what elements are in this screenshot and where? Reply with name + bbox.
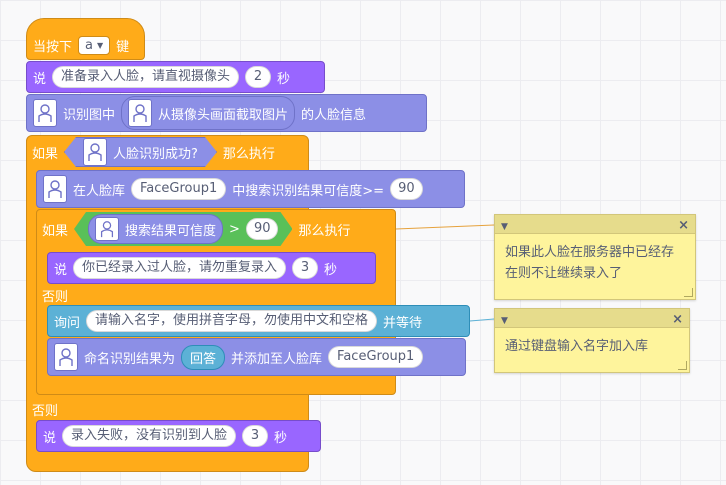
collapse-arrow-icon[interactable]: ▼ bbox=[501, 222, 508, 232]
recognize-label: 识别图中 bbox=[63, 107, 116, 123]
say-text-input[interactable]: 录入失败，没有识别到人脸 bbox=[62, 425, 237, 447]
collapse-arrow-icon[interactable]: ▼ bbox=[501, 316, 508, 326]
when-key-pressed-hat[interactable]: 当按下 a ▼ 键 bbox=[26, 18, 145, 60]
say-secs-input[interactable]: 2 bbox=[245, 66, 272, 88]
comment-note-2[interactable]: ▼ × 通过键盘输入名字加入库 bbox=[494, 308, 690, 373]
threshold-input[interactable]: 90 bbox=[390, 178, 423, 200]
face-extension-icon bbox=[33, 99, 57, 127]
recognize-face-block[interactable]: 识别图中 从摄像头画面截取图片 的人脸信息 bbox=[26, 94, 427, 132]
condition-text: 人脸识别成功? bbox=[113, 146, 198, 162]
hat-label: 当按下 bbox=[33, 39, 73, 55]
say-secs-input[interactable]: 3 bbox=[292, 257, 319, 279]
ask-label: 询问 bbox=[54, 315, 81, 331]
face-group-input[interactable]: FaceGroup1 bbox=[131, 178, 227, 200]
close-icon[interactable]: × bbox=[678, 218, 689, 233]
say-for-secs-block-3[interactable]: 说 录入失败，没有识别到人脸 3 秒 bbox=[36, 420, 321, 452]
resize-handle-icon[interactable] bbox=[684, 288, 693, 297]
search-confidence-reporter[interactable]: 搜索结果可信度 bbox=[88, 214, 223, 244]
chevron-down-icon: ▼ bbox=[96, 40, 104, 50]
say-secs-input[interactable]: 3 bbox=[242, 425, 269, 447]
comment-header[interactable]: ▼ × bbox=[495, 309, 689, 328]
key-value: a bbox=[85, 37, 93, 53]
comment-note-1[interactable]: ▼ × 如果此人脸在服务器中已经存在则不让继续录入了 bbox=[494, 214, 696, 300]
else2-label: 否则 bbox=[42, 289, 69, 305]
say-text-input[interactable]: 你已经录入过人脸，请勿重复录入 bbox=[73, 257, 287, 279]
resize-handle-icon[interactable] bbox=[678, 361, 687, 370]
search-face-group-block[interactable]: 在人脸库 FaceGroup1 中搜索识别结果可信度>= 90 bbox=[36, 170, 465, 208]
say-label: 说 bbox=[43, 430, 57, 446]
capture-text: 从摄像头画面截取图片 bbox=[158, 107, 289, 123]
face-search-icon bbox=[43, 175, 67, 203]
confidence-face-icon bbox=[95, 217, 119, 241]
ask-text-input[interactable]: 请输入名字，使用拼音字母，勿使用中文和空格 bbox=[86, 310, 378, 332]
operator-symbol: > bbox=[229, 221, 240, 237]
say-for-secs-block-2[interactable]: 说 你已经录入过人脸，请勿重复录入 3 秒 bbox=[47, 252, 376, 284]
confidence-text: 搜索结果可信度 bbox=[125, 223, 217, 239]
name-and-add-face-block[interactable]: 命名识别结果为 回答 并添加至人脸库 FaceGroup1 bbox=[47, 338, 466, 376]
face-group-input[interactable]: FaceGroup1 bbox=[328, 346, 424, 368]
search-label: 在人脸库 bbox=[73, 183, 126, 199]
comment-header[interactable]: ▼ × bbox=[495, 215, 695, 234]
else1-label-row: 否则 bbox=[26, 400, 64, 419]
secs-unit: 秒 bbox=[277, 71, 291, 87]
search-mid: 中搜索识别结果可信度>= bbox=[232, 183, 385, 199]
camera-face-icon bbox=[128, 99, 153, 127]
answer-reporter[interactable]: 回答 bbox=[181, 344, 226, 370]
say-label: 说 bbox=[33, 71, 47, 87]
hat-suffix: 键 bbox=[116, 39, 130, 55]
if1-then: 那么执行 bbox=[222, 146, 275, 162]
say-text-input[interactable]: 准备录入人脸，请直视摄像头 bbox=[52, 66, 240, 88]
secs-unit: 秒 bbox=[324, 262, 338, 278]
close-icon[interactable]: × bbox=[672, 312, 683, 327]
recognize-suffix: 的人脸信息 bbox=[301, 107, 367, 123]
if1-header: 如果 人脸识别成功? 那么执行 bbox=[26, 136, 309, 168]
capture-image-reporter[interactable]: 从摄像头画面截取图片 bbox=[121, 96, 296, 130]
ask-and-wait-block[interactable]: 询问 请输入名字，使用拼音字母，勿使用中文和空格 并等待 bbox=[47, 305, 470, 337]
compare-value-input[interactable]: 90 bbox=[246, 218, 279, 240]
comment-text[interactable]: 通过键盘输入名字加入库 bbox=[505, 339, 649, 354]
key-dropdown[interactable]: a ▼ bbox=[78, 35, 111, 55]
face-recognized-condition[interactable]: 人脸识别成功? bbox=[64, 137, 217, 167]
name-mid: 并添加至人脸库 bbox=[231, 351, 323, 367]
say-label: 说 bbox=[54, 262, 68, 278]
ask-suffix: 并等待 bbox=[383, 315, 423, 331]
face-condition-icon bbox=[83, 138, 107, 166]
say-for-secs-block-1[interactable]: 说 准备录入人脸，请直视摄像头 2 秒 bbox=[26, 61, 325, 93]
if2-label: 如果 bbox=[42, 223, 69, 239]
if2-header: 如果 搜索结果可信度 > 90 那么执行 bbox=[36, 212, 396, 246]
secs-unit: 秒 bbox=[274, 430, 288, 446]
if1-label: 如果 bbox=[32, 146, 59, 162]
if2-then: 那么执行 bbox=[298, 223, 351, 239]
greater-than-operator[interactable]: 搜索结果可信度 > 90 bbox=[74, 212, 292, 246]
comment-text[interactable]: 如果此人脸在服务器中已经存在则不让继续录入了 bbox=[505, 245, 675, 281]
name-label: 命名识别结果为 bbox=[84, 351, 176, 367]
face-add-icon bbox=[54, 343, 78, 371]
else2-label-row: 否则 bbox=[36, 286, 74, 305]
else1-label: 否则 bbox=[32, 403, 59, 419]
